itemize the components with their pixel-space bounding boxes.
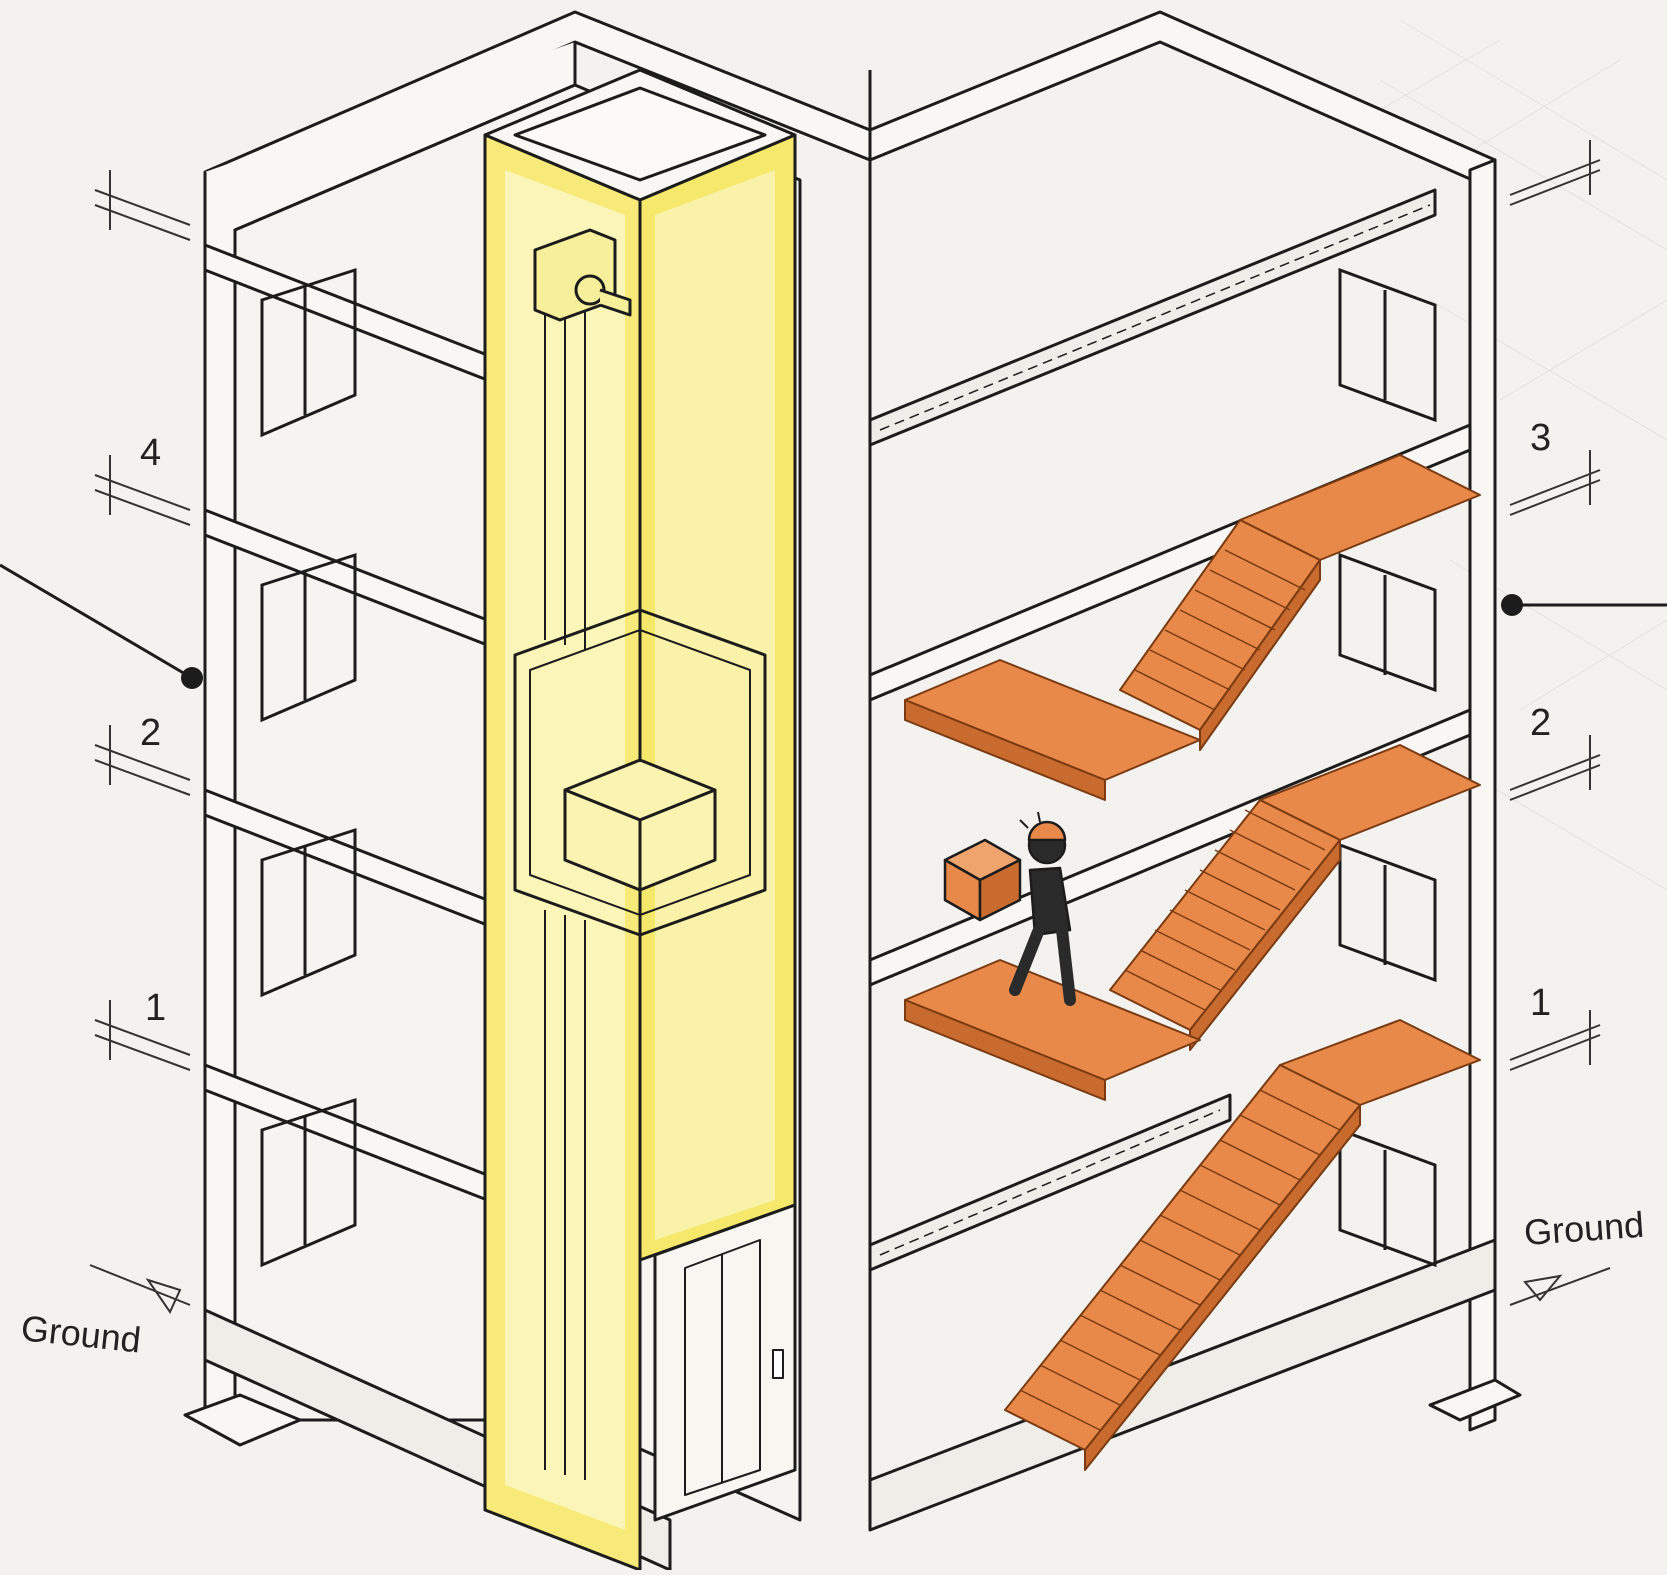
left-floor-label-1: 1 — [145, 987, 166, 1029]
right-floor-label-3: 3 — [1530, 417, 1551, 459]
right-floor-label-1: 1 — [1530, 982, 1551, 1024]
left-callout — [0, 563, 203, 689]
cargo-box-icon — [563, 758, 717, 892]
left-windows — [260, 267, 357, 1268]
callout-dot-icon — [181, 667, 203, 689]
stair-treads — [1019, 549, 1341, 1431]
right-floor-label-2: 2 — [1530, 702, 1551, 744]
background-grid — [1379, 19, 1667, 891]
left-ground-label: Ground — [19, 1307, 143, 1360]
left-floor-label-4: 4 — [140, 432, 161, 474]
carried-box-icon — [943, 838, 1022, 922]
worker-carrying-box-icon — [943, 811, 1076, 1006]
right-callout — [1501, 594, 1667, 616]
level-triangle-icon-right — [1523, 1274, 1563, 1302]
right-level-ticks — [1509, 140, 1611, 1306]
right-ground-label: Ground — [1523, 1204, 1646, 1253]
callout-dot-icon — [1501, 594, 1523, 616]
left-level-ticks — [89, 170, 191, 1306]
level-triangle-icon-left — [145, 1278, 182, 1315]
right-windows — [1338, 267, 1437, 1268]
elevator-shaft — [483, 68, 797, 1572]
left-floor-label-2: 2 — [140, 712, 161, 754]
